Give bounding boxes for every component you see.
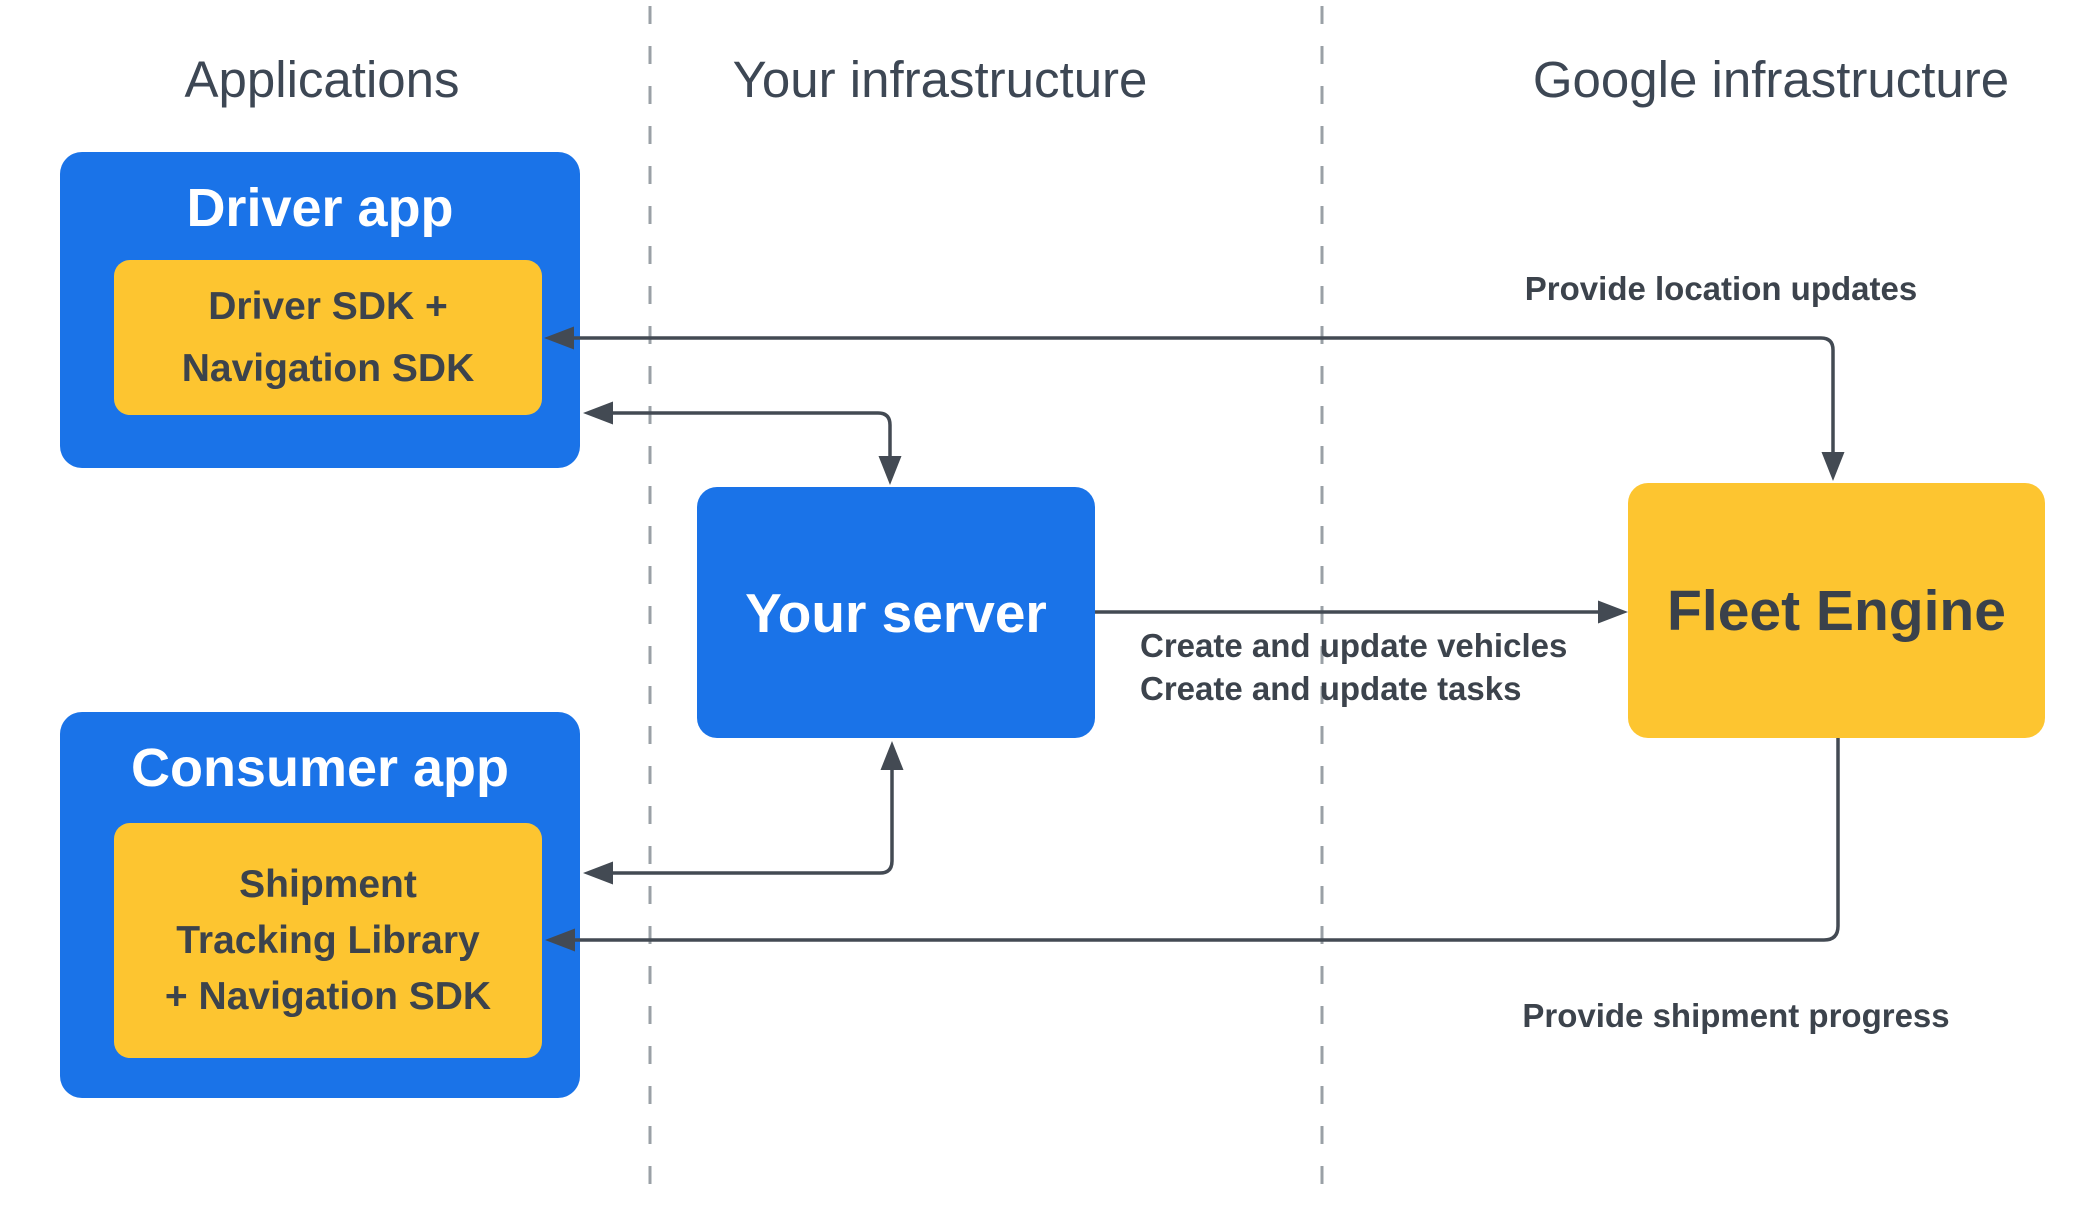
- arrowhead-into-fleet-top: [1821, 452, 1845, 481]
- arrowhead-into-driver-app: [583, 401, 613, 425]
- arrowhead-into-server-top: [878, 456, 902, 485]
- column-header-google-infrastructure: Google infrastructure: [1532, 51, 2010, 108]
- arrow-fleet-to-driver-sdk: [572, 336, 1835, 452]
- fleet-engine-title: Fleet Engine: [1667, 578, 2006, 643]
- column-header-applications: Applications: [184, 51, 460, 108]
- driver-sdk-line-2: Navigation SDK: [181, 346, 475, 390]
- consumer-app-box: Consumer app Shipment Tracking Library +…: [60, 712, 580, 1098]
- driver-sdk-line-1: Driver SDK +: [208, 284, 448, 328]
- shipment-library-line-2: Tracking Library: [176, 918, 480, 962]
- driver-sdk-box: Driver SDK + Navigation SDK: [114, 260, 542, 415]
- column-header-your-infrastructure: Your infrastructure: [732, 51, 1148, 108]
- arrowhead-into-server-bottom: [880, 741, 904, 770]
- label-create-update-vehicles: Create and update vehicles: [1140, 627, 1568, 664]
- arrow-fleet-to-shipment-library: [573, 738, 1840, 942]
- arrowhead-into-fleet-left: [1598, 600, 1628, 624]
- driver-app-box: Driver app Driver SDK + Navigation SDK: [60, 152, 580, 468]
- shipment-tracking-library-box: Shipment Tracking Library + Navigation S…: [114, 823, 542, 1058]
- arrow-server-to-consumer-app: [611, 769, 894, 875]
- label-provide-shipment-progress: Provide shipment progress: [1522, 997, 1950, 1034]
- fleet-engine-box: Fleet Engine: [1628, 483, 2045, 738]
- arrow-server-to-driver-app: [611, 411, 892, 456]
- label-create-update-tasks: Create and update tasks: [1140, 670, 1522, 707]
- arrowhead-into-consumer-app: [583, 861, 613, 885]
- driver-app-title: Driver app: [186, 178, 454, 238]
- shipment-library-line-3: + Navigation SDK: [164, 974, 492, 1018]
- your-server-title: Your server: [745, 581, 1047, 644]
- consumer-app-title: Consumer app: [130, 738, 510, 798]
- label-provide-location-updates: Provide location updates: [1524, 270, 1918, 307]
- your-server-box: Your server: [697, 487, 1095, 738]
- shipment-library-line-1: Shipment: [239, 862, 417, 906]
